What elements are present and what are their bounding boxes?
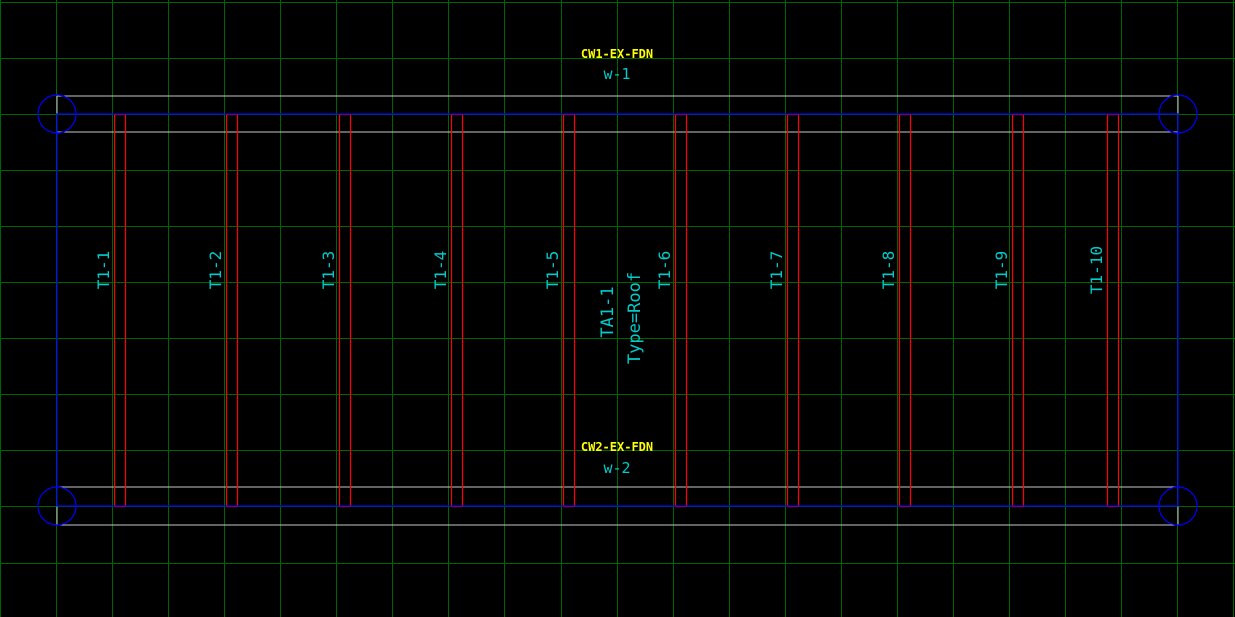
wall-2-tag-label: w-2 [603,459,630,477]
walls [56,95,1179,526]
area-name-label: TA1-1 [598,286,618,337]
truss-label-3: T1-3 [319,251,338,290]
truss-6[interactable] [674,113,688,508]
truss-label-4: T1-4 [431,251,450,290]
truss-label-10: T1-10 [1087,246,1106,294]
corner-node-bottom-left[interactable] [37,486,77,526]
area-type-label: Type=Roof [625,272,645,364]
wall-2-name-label: CW2-EX-FDN [581,440,653,454]
truss-9[interactable] [1011,113,1025,508]
truss-5[interactable] [562,113,576,508]
truss-label-5: T1-5 [543,251,562,290]
truss-10[interactable] [1106,113,1120,508]
roof-area-boundary[interactable] [56,113,1179,507]
truss-label-2: T1-2 [206,251,225,290]
truss-label-6: T1-6 [655,251,674,290]
truss-label-8: T1-8 [879,251,898,290]
truss-labels: T1-1 T1-2 T1-3 T1-4 T1-5 T1-6 T1-7 T1-8 T1-9 T1-1… [94,246,1106,294]
corner-node-bottom-right[interactable] [1158,486,1198,526]
corner-node-top-left[interactable] [37,94,77,134]
truss-4[interactable] [450,113,464,508]
corner-node-top-right[interactable] [1158,94,1198,134]
truss-label-9: T1-9 [992,251,1011,290]
truss-1[interactable] [113,113,127,508]
truss-label-7: T1-7 [767,251,786,290]
truss-label-1: T1-1 [94,251,113,290]
truss-8[interactable] [898,113,912,508]
truss-3[interactable] [338,113,352,508]
wall-1-tag-label: w-1 [603,65,630,83]
truss-7[interactable] [786,113,800,508]
wall-1-name-label: CW1-EX-FDN [581,47,653,61]
truss-2[interactable] [225,113,239,508]
